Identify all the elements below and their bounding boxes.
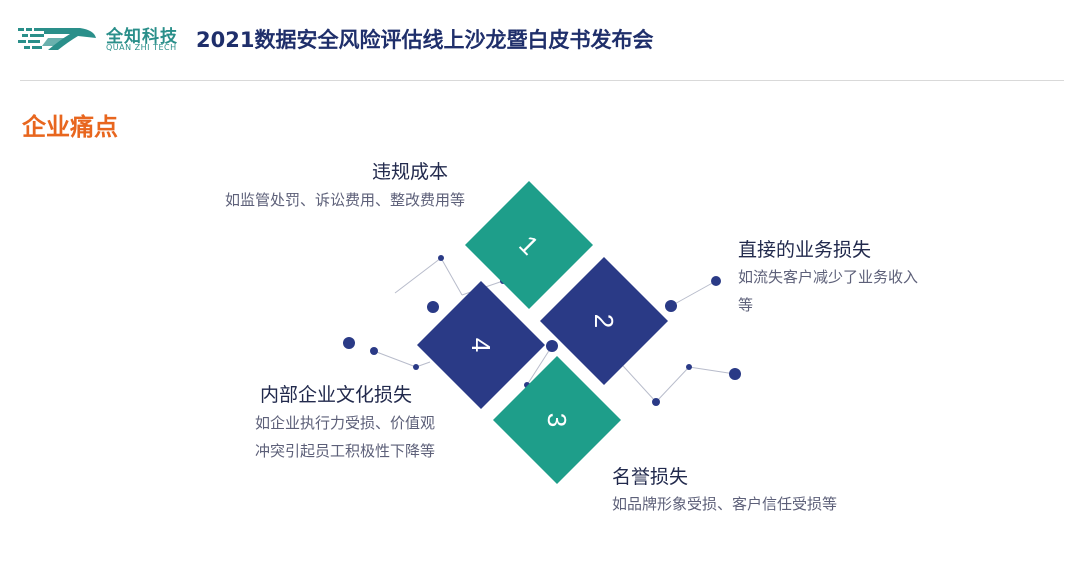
connector-dot xyxy=(652,398,660,406)
connector-line xyxy=(688,366,736,375)
header-divider xyxy=(20,80,1064,81)
diamond-1 xyxy=(465,181,593,309)
connector-line xyxy=(440,257,463,296)
item-desc-line: 如品牌形象受损、客户信任受损等 xyxy=(612,495,838,513)
diamond-3 xyxy=(493,356,621,484)
connector-line xyxy=(394,257,442,294)
diamond-number-2: 2 xyxy=(589,314,619,328)
item-title-violation-cost: 违规成本 xyxy=(372,161,449,183)
item-desc-business-loss: 如流失客户减少了业务收入 等 xyxy=(738,263,978,319)
item-desc-reputation-loss: 如品牌形象受损、客户信任受损等 xyxy=(612,490,912,518)
connector-line xyxy=(655,366,690,403)
diamond-2 xyxy=(540,257,668,385)
diamond-number-3: 3 xyxy=(542,413,572,427)
item-desc-line: 如企业执行力受损、价值观 xyxy=(254,414,435,432)
item-desc-line: 冲突引起员工积极性下降等 xyxy=(254,442,435,460)
connector-dot xyxy=(686,364,692,370)
section-title: 企业痛点 xyxy=(22,113,118,141)
connector-dot xyxy=(343,337,355,349)
item-desc-line: 如监管处罚、诉讼费用、整改费用等 xyxy=(224,191,465,209)
item-desc-line: 等 xyxy=(738,296,754,314)
connector-line xyxy=(670,280,717,307)
page-title: 2021数据安全风险评估线上沙龙暨白皮书发布会 xyxy=(196,28,654,52)
item-desc-violation-cost: 如监管处罚、诉讼费用、整改费用等 xyxy=(165,186,465,214)
quanzhi-logo-icon xyxy=(18,28,96,50)
logo-english-name: QUAN ZHI TECH xyxy=(106,43,177,52)
diamond-number-4: 4 xyxy=(466,338,496,352)
header: 全知科技 QUAN ZHI TECH 2021数据安全风险评估线上沙龙暨白皮书发… xyxy=(0,0,1080,81)
connector-dot xyxy=(711,276,721,286)
connector-dot xyxy=(413,364,419,370)
item-desc-culture-loss: 如企业执行力受损、价值观 冲突引起员工积极性下降等 xyxy=(200,409,435,465)
connector-dot xyxy=(729,368,741,380)
item-desc-line: 如流失客户减少了业务收入 xyxy=(738,268,919,286)
item-title-culture-loss: 内部企业文化损失 xyxy=(260,384,413,406)
connector-line xyxy=(373,350,417,368)
logo-chinese-name: 全知科技 xyxy=(106,27,178,47)
connector-dot xyxy=(438,255,444,261)
connector-dot xyxy=(370,347,378,355)
item-title-reputation-loss: 名誉损失 xyxy=(612,466,689,488)
diamond-4 xyxy=(417,281,545,409)
item-title-business-loss: 直接的业务损失 xyxy=(738,239,872,261)
connector-dot xyxy=(427,301,439,313)
connector-dot xyxy=(546,340,558,352)
connector-line xyxy=(526,345,553,386)
connector-dot xyxy=(665,300,677,312)
